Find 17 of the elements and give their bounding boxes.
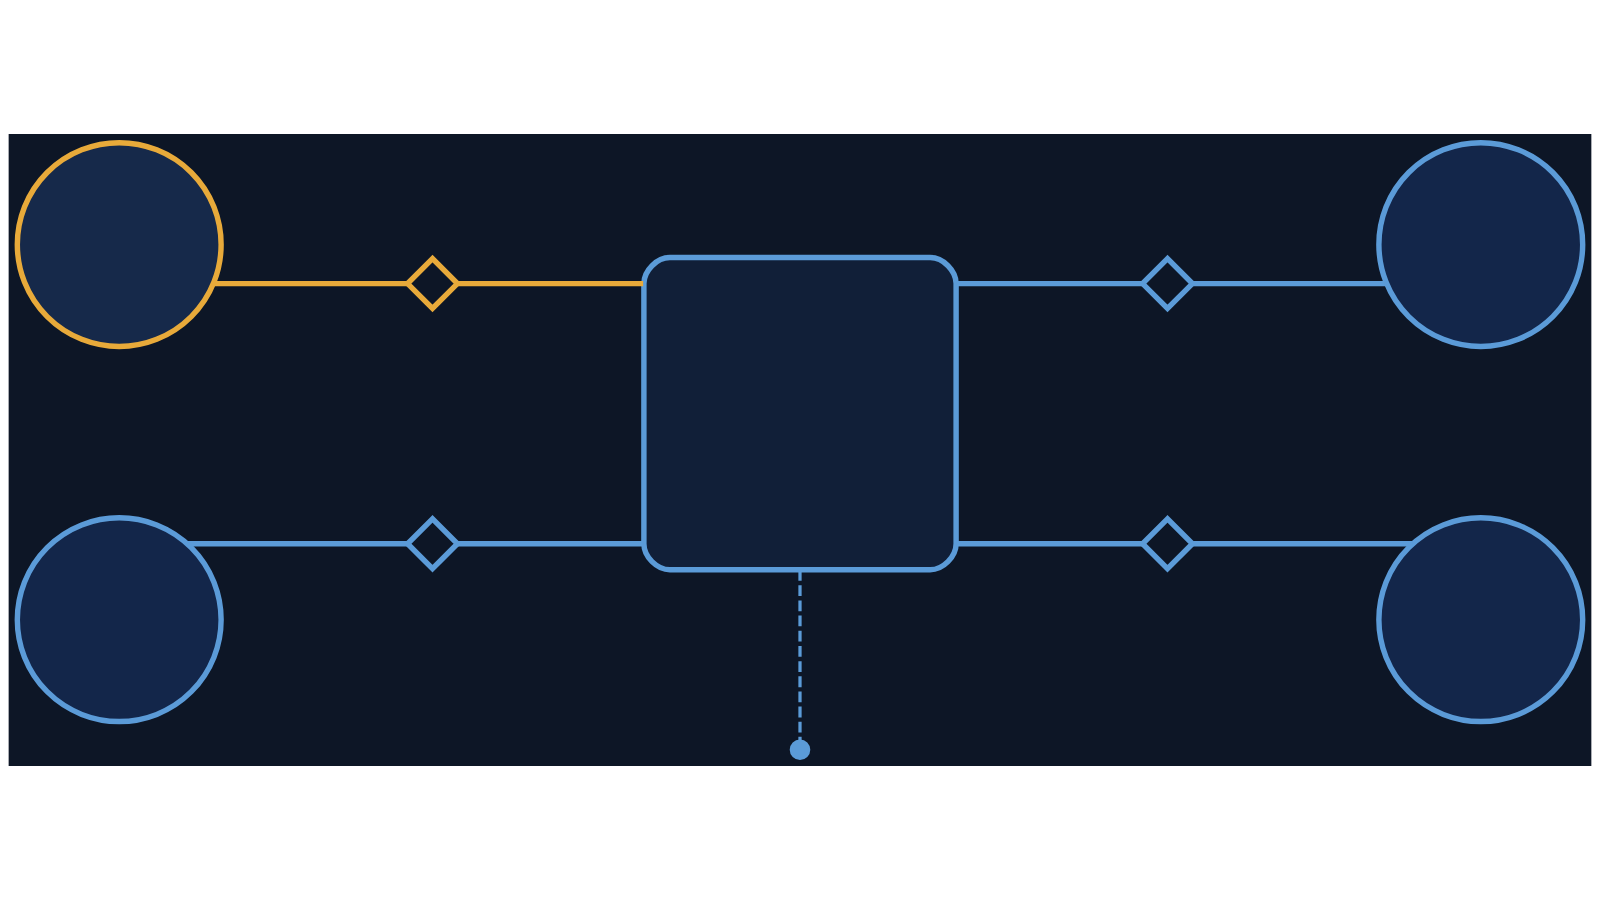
- node-diamond: [403, 515, 462, 573]
- connector: [457, 541, 644, 547]
- connector: [214, 280, 408, 287]
- node-circle: [14, 139, 224, 350]
- connector: [187, 541, 408, 547]
- connector: [1193, 541, 1413, 547]
- node-box: [641, 254, 959, 573]
- node-diamond: [1138, 515, 1197, 573]
- connector: [956, 280, 1143, 287]
- connector: [798, 569, 802, 743]
- node-circle: [1376, 139, 1586, 350]
- node-circle: [1376, 515, 1586, 725]
- connector: [1193, 280, 1387, 287]
- node-circle: [14, 515, 224, 725]
- node-circle: [789, 739, 811, 761]
- connector: [956, 541, 1143, 547]
- connector: [457, 280, 644, 287]
